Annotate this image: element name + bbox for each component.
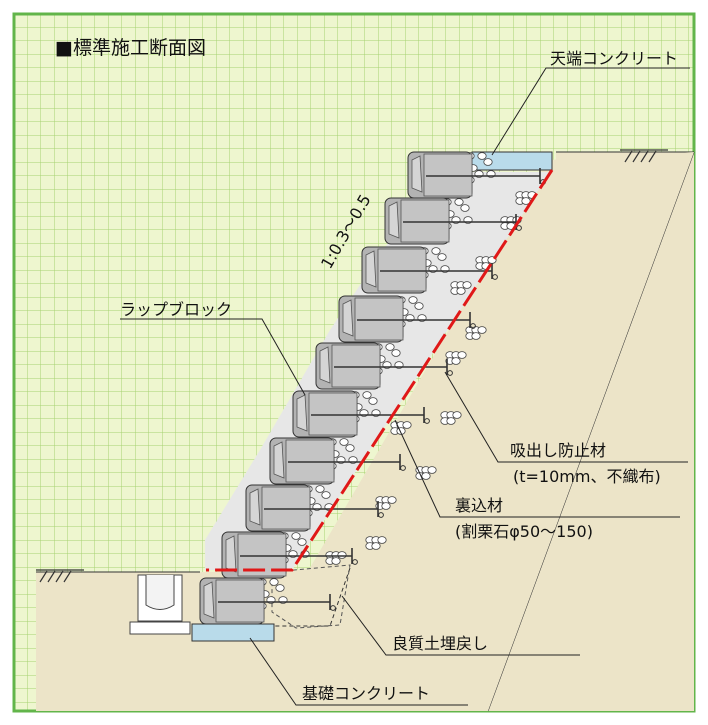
wrap-block [245, 484, 384, 532]
wrap-block [361, 246, 498, 294]
rubble-stone [321, 491, 331, 499]
rubble-stone [331, 557, 341, 565]
label-suction-filter: 吸出し防止材 [510, 441, 606, 460]
wrap-block [199, 577, 336, 625]
rubble-stone [446, 417, 456, 425]
rubble-stone [460, 204, 470, 212]
rubble-stone [387, 496, 397, 504]
rubble-stone [297, 538, 307, 546]
cut-soil-body [300, 152, 694, 711]
rubble-stone [483, 158, 493, 166]
rubble-stone [414, 302, 424, 310]
wrap-block [407, 151, 546, 199]
rubble-stone [462, 281, 472, 289]
wrap-block [292, 390, 430, 438]
rubble-stone [454, 198, 464, 206]
rubble-stone [275, 584, 285, 592]
rubble-stone [381, 502, 391, 510]
rubble-stone [431, 247, 441, 255]
rubble-stone [402, 421, 412, 429]
rubble-stone [337, 551, 347, 559]
wrap-block [338, 295, 476, 343]
rubble-stone [315, 485, 325, 493]
excavation-dashed-line [274, 567, 351, 627]
rubble-stone [456, 287, 466, 295]
rubble-stone [427, 466, 437, 474]
rubble-stone [345, 444, 355, 452]
rubble-stone [368, 397, 378, 405]
wrap-block [384, 197, 522, 245]
rubble-stone [362, 391, 372, 399]
rubble-stone [377, 536, 387, 544]
rubble-stone [452, 411, 462, 419]
page-title: ■標準施工断面図 [55, 37, 206, 59]
label-base-concrete: 基礎コンクリート [302, 684, 430, 703]
rubble-stone [471, 332, 481, 340]
rubble-stone [437, 253, 447, 261]
wrap-block [269, 437, 406, 485]
rubble-stone [371, 542, 381, 550]
label-suction-filter-spec: (t=10mm、不織布) [513, 467, 661, 486]
rubble-stone [385, 343, 395, 351]
ground-hatch-icon [36, 149, 668, 583]
rubble-stone [391, 349, 401, 357]
rubble-stones [257, 152, 537, 610]
label-backfill: 裏込材 [455, 496, 503, 515]
rubble-stone [451, 357, 461, 365]
suction-prevention-filter [206, 169, 554, 572]
label-crown-concrete: 天端コンクリート [550, 49, 678, 68]
rubble-stone [477, 326, 487, 334]
rubble-stone [269, 578, 279, 586]
leader-lines [120, 67, 690, 706]
label-wrap-block: ラップブロック [120, 300, 232, 319]
rubble-stone [291, 532, 301, 540]
rubble-stone [477, 152, 487, 160]
wrap-block [315, 342, 453, 390]
label-backfill-spec: (割栗石φ50〜150) [455, 522, 593, 541]
rubble-stone [421, 472, 431, 480]
base-concrete [191, 623, 275, 642]
rubble-stone [408, 296, 418, 304]
rubble-stone [457, 351, 467, 359]
rubble-stone [339, 438, 349, 446]
label-good-soil-backfill: 良質土埋戻し [392, 634, 488, 653]
u-gutter-icon [129, 574, 191, 635]
